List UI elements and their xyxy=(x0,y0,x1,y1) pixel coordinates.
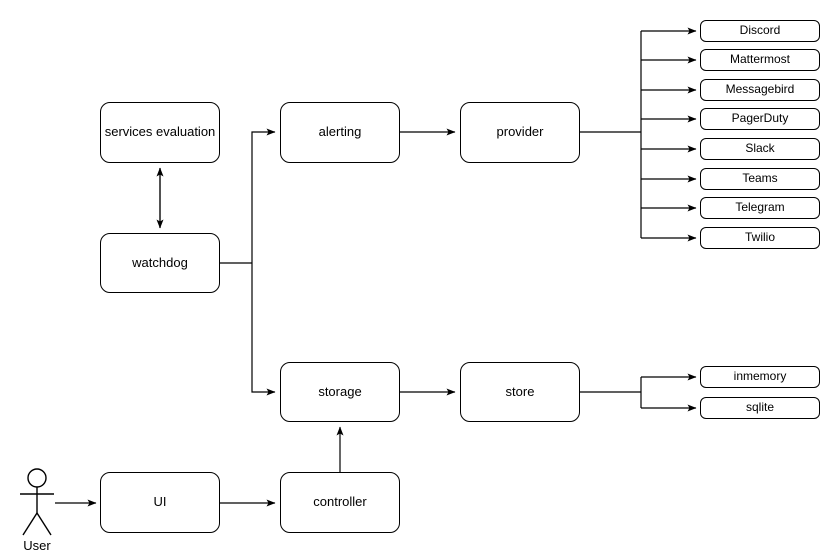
node-alerting[interactable]: alerting xyxy=(280,102,400,163)
edge-watchdog-storage xyxy=(251,263,276,396)
node-store-inmemory[interactable]: inmemory xyxy=(700,366,820,388)
node-provider[interactable]: provider xyxy=(460,102,580,163)
node-provider-teams[interactable]: Teams xyxy=(700,168,820,190)
edge-watchdog-alerting xyxy=(251,128,276,263)
node-provider-pagerduty[interactable]: PagerDuty xyxy=(700,108,820,130)
node-controller[interactable]: controller xyxy=(280,472,400,533)
node-store[interactable]: store xyxy=(460,362,580,422)
node-services-evaluation[interactable]: services evaluation xyxy=(100,102,220,163)
node-provider-mattermost[interactable]: Mattermost xyxy=(700,49,820,71)
user-actor-icon xyxy=(20,468,54,536)
user-actor-label: User xyxy=(23,538,51,553)
node-provider-telegram[interactable]: Telegram xyxy=(700,197,820,219)
node-store-sqlite[interactable]: sqlite xyxy=(700,397,820,419)
node-provider-slack[interactable]: Slack xyxy=(700,138,820,160)
node-watchdog[interactable]: watchdog xyxy=(100,233,220,293)
node-provider-messagebird[interactable]: Messagebird xyxy=(700,79,820,101)
node-ui[interactable]: UI xyxy=(100,472,220,533)
node-provider-discord[interactable]: Discord xyxy=(700,20,820,42)
node-storage[interactable]: storage xyxy=(280,362,400,422)
node-provider-twilio[interactable]: Twilio xyxy=(700,227,820,249)
